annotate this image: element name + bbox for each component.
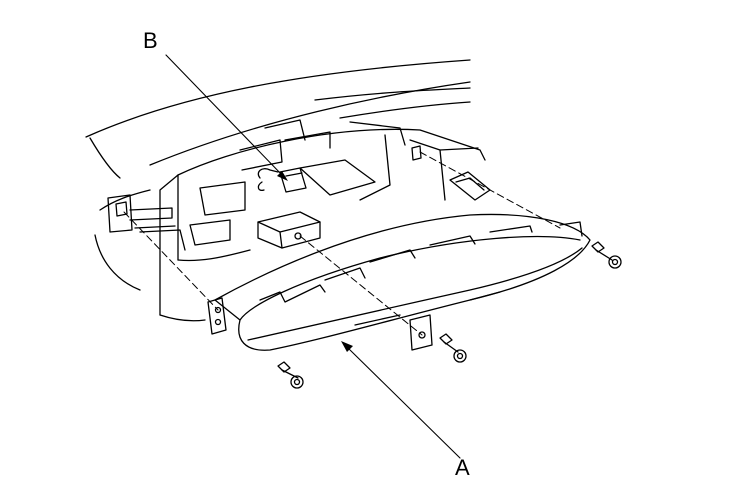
- arrowhead-a: [341, 341, 353, 352]
- callout-a-label: A: [455, 455, 470, 480]
- leader-lines: [165, 54, 461, 459]
- screw-left: [277, 361, 304, 389]
- gauge-assembly: [207, 213, 591, 351]
- panel-clips: [115, 145, 422, 217]
- bracket-box: [257, 211, 321, 249]
- screw-center: [439, 333, 467, 363]
- right-vent: [449, 171, 491, 201]
- windshield-lines: [85, 59, 471, 179]
- callout-b-label: B: [143, 28, 158, 53]
- leader-arrowheads: [277, 171, 353, 352]
- leader-b: [165, 54, 284, 177]
- screw-right: [591, 241, 622, 269]
- alignment-lines: [123, 151, 561, 336]
- arrowhead-b: [277, 171, 288, 181]
- dashboard-recess: [94, 119, 486, 322]
- leader-a: [347, 347, 461, 459]
- connector-b: [257, 167, 307, 193]
